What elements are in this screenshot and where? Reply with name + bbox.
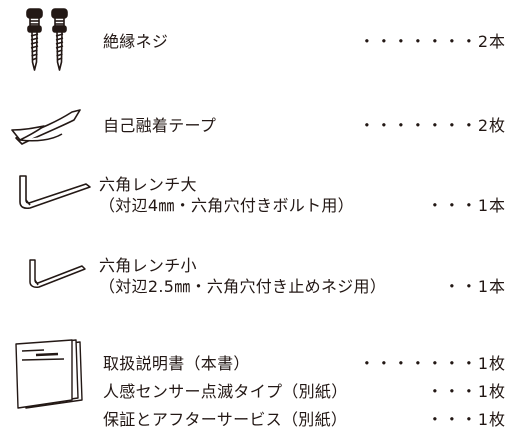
doc-qty-manual: ・・・・・・・1枚 xyxy=(358,354,506,373)
insulated-screw-icon xyxy=(26,8,68,71)
doc-name-warranty: 保証とアフターサービス（別紙） xyxy=(103,410,348,429)
doc-qty-warranty: ・・・1枚 xyxy=(426,410,506,429)
item-name-self-fusing-tape: 自己融着テープ xyxy=(103,116,217,135)
doc-qty-motion-sensor: ・・・1枚 xyxy=(426,382,506,401)
item-name-hex-wrench-small: 六角レンチ小 xyxy=(99,256,197,275)
item-qty-hex-wrench-small: ・・1本 xyxy=(443,277,506,296)
item-note-hex-wrench-large: （対辺4㎜・六角穴付きボルト用） xyxy=(99,196,354,215)
item-qty-hex-wrench-large: ・・・1本 xyxy=(426,196,506,215)
item-name-insulated-screw: 絶縁ネジ xyxy=(103,32,169,51)
item-name-hex-wrench-large: 六角レンチ大 xyxy=(99,175,197,194)
item-note-hex-wrench-small: （対辺2.5㎜・六角穴付き止めネジ用） xyxy=(99,277,387,296)
self-fusing-tape-icon xyxy=(11,109,81,145)
hex-wrench-small-icon xyxy=(29,259,86,288)
doc-name-manual: 取扱説明書（本書） xyxy=(103,354,250,373)
hex-wrench-large-icon xyxy=(19,175,91,210)
doc-name-motion-sensor: 人感センサー点滅タイプ（別紙） xyxy=(103,382,348,401)
item-qty-self-fusing-tape: ・・・・・・・2枚 xyxy=(358,116,506,135)
document-stack-icon xyxy=(15,339,83,409)
item-qty-insulated-screw: ・・・・・・・2本 xyxy=(358,32,506,51)
